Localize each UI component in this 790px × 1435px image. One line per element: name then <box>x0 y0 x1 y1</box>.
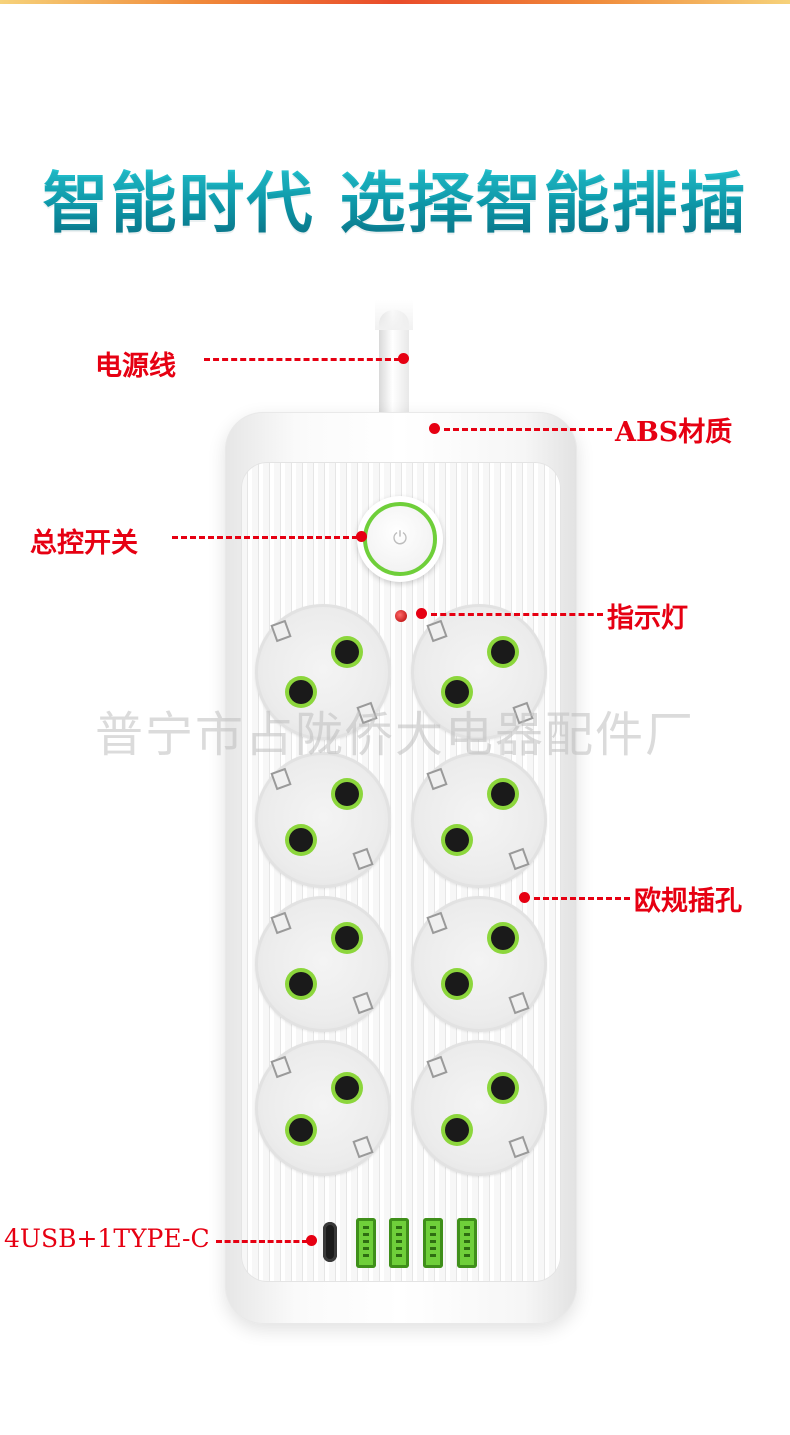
switch-green-ring <box>363 502 437 576</box>
socket-hole <box>289 972 313 996</box>
callout-line-usb-ports <box>216 1240 308 1243</box>
callout-line-indicator <box>431 613 603 616</box>
socket-hole <box>445 1118 469 1142</box>
usb-a-port <box>356 1218 376 1268</box>
socket-hole <box>491 782 515 806</box>
socket-hole <box>445 680 469 704</box>
top-decorative-stripe <box>0 0 790 4</box>
usb-a-port <box>457 1218 477 1268</box>
earth-clip <box>352 991 374 1015</box>
callout-line-eu-socket <box>534 897 630 900</box>
socket-hole <box>335 926 359 950</box>
eu-socket <box>411 1040 547 1176</box>
callout-eu-socket: 欧规插孔 <box>634 886 742 917</box>
callout-dot-power-cord <box>398 353 409 364</box>
earth-clip <box>352 847 374 871</box>
indicator-light <box>395 610 407 622</box>
socket-hole <box>289 680 313 704</box>
eu-socket <box>255 752 391 888</box>
socket-hole <box>445 828 469 852</box>
callout-indicator: 指示灯 <box>607 603 688 634</box>
earth-clip <box>270 1055 292 1079</box>
earth-clip <box>508 1135 530 1159</box>
earth-clip <box>426 1055 448 1079</box>
usb-a-port <box>423 1218 443 1268</box>
earth-clip <box>508 991 530 1015</box>
callout-dot-usb-ports <box>306 1235 317 1246</box>
earth-clip <box>508 847 530 871</box>
power-cord-fade <box>375 300 413 330</box>
callout-line-master-switch <box>172 536 358 539</box>
socket-hole <box>445 972 469 996</box>
callout-dot-eu-socket <box>519 892 530 903</box>
callout-usb-ports: 4USB+1TYPE-C <box>4 1224 210 1253</box>
watermark: 普宁市占陇侨大电器配件厂 <box>94 707 695 763</box>
socket-hole <box>289 1118 313 1142</box>
eu-socket <box>411 752 547 888</box>
callout-line-power-cord <box>204 358 400 361</box>
earth-clip <box>270 911 292 935</box>
socket-hole <box>491 640 515 664</box>
power-icon: ⏻ <box>392 528 408 549</box>
usb-c-port <box>323 1222 337 1262</box>
earth-clip <box>352 1135 374 1159</box>
earth-clip <box>270 619 292 643</box>
eu-socket <box>411 896 547 1032</box>
callout-dot-master-switch <box>356 531 367 542</box>
usb-a-port <box>389 1218 409 1268</box>
callout-line-material <box>444 428 612 431</box>
headline: 智能时代 选择智能排插 <box>0 150 790 246</box>
callout-dot-indicator <box>416 608 427 619</box>
socket-hole <box>491 1076 515 1100</box>
master-switch: ⏻ <box>357 496 443 582</box>
callout-power-cord: 电源线 <box>95 351 176 382</box>
eu-socket <box>255 1040 391 1176</box>
earth-clip <box>426 619 448 643</box>
callout-dot-material <box>429 423 440 434</box>
socket-hole <box>289 828 313 852</box>
socket-hole <box>335 640 359 664</box>
earth-clip <box>426 911 448 935</box>
eu-socket <box>255 604 391 740</box>
callout-master-switch: 总控开关 <box>30 528 138 559</box>
socket-hole <box>335 782 359 806</box>
earth-clip <box>426 767 448 791</box>
earth-clip <box>270 767 292 791</box>
socket-hole <box>491 926 515 950</box>
eu-socket <box>411 604 547 740</box>
eu-socket <box>255 896 391 1032</box>
socket-hole <box>335 1076 359 1100</box>
callout-material: ABS材质 <box>615 417 733 448</box>
